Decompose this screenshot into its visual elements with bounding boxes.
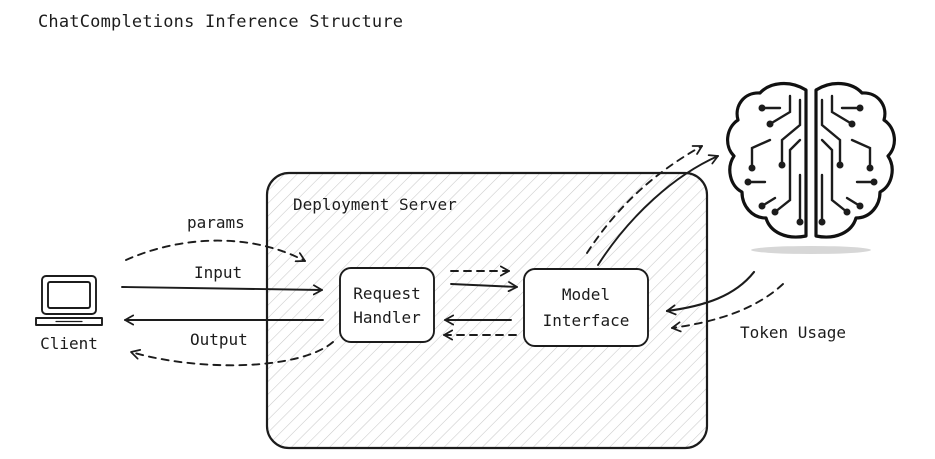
model-interface-node: Model Interface — [523, 268, 649, 347]
request-handler-label-line1: Request — [353, 284, 420, 303]
input-arrow — [121, 284, 323, 296]
diagram-title: ChatCompletions Inference Structure — [38, 12, 403, 32]
brain-circuit-icon — [726, 82, 896, 254]
client-label: Client — [40, 334, 98, 353]
model-to-brain-arrow — [597, 154, 719, 266]
handler-to-model-arrow — [450, 281, 518, 293]
params-label: params — [187, 213, 245, 232]
model-interface-label-line1: Model — [562, 285, 610, 304]
request-handler-node: Request Handler — [339, 267, 435, 343]
output-label: Output — [190, 330, 248, 349]
request-handler-label-line2: Handler — [353, 308, 421, 327]
laptop-icon — [35, 275, 103, 326]
output-dashed-arrow — [130, 341, 334, 367]
token-usage-dashed-arrow — [671, 283, 784, 333]
token-usage-label: Token Usage — [740, 323, 846, 342]
deployment-server-label: Deployment Server — [293, 195, 457, 214]
model-to-brain-dashed-arrow — [586, 145, 703, 254]
deployment-server: Deployment Server — [265, 171, 709, 450]
params-arrow — [125, 239, 306, 263]
brain-to-model-arrow — [665, 270, 756, 316]
model-interface-label-line2: Interface — [543, 311, 630, 330]
input-label: Input — [194, 263, 242, 282]
